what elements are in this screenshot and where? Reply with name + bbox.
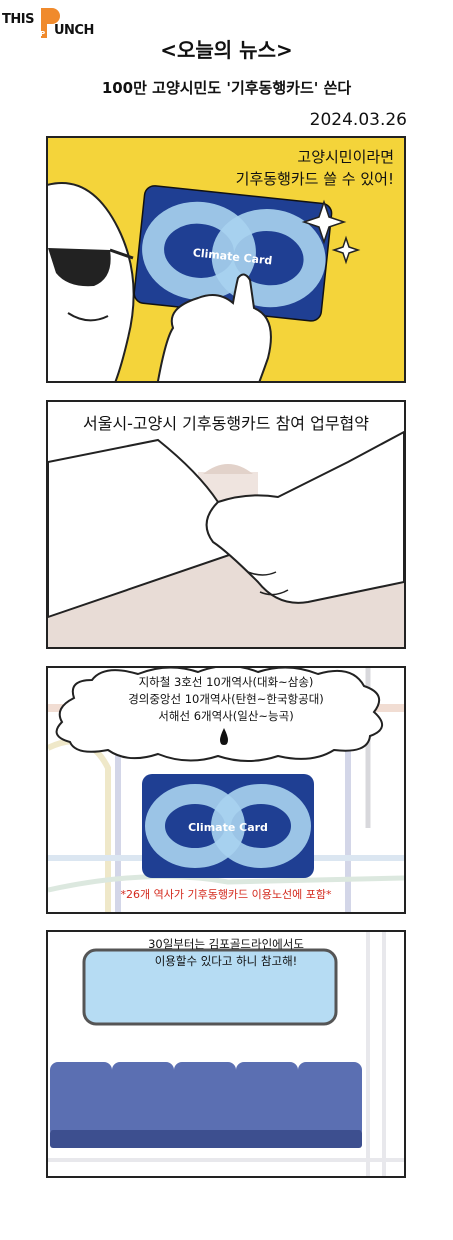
panel1-caption-line2: 기후동행카드 쓸 수 있어! (235, 170, 394, 188)
climate-card: Climate Card (133, 185, 333, 322)
panel4-caption: 30일부터는 김포골드라인에서도 이용할수 있다고 하니 참고해! (48, 936, 404, 970)
bubble-line2: 경의중앙선 10개역사(탄현~한국항공대) (128, 692, 324, 706)
logo-letter-p: P (40, 30, 45, 38)
panel1-caption: 고양시민이라면 기후동행카드 쓸 수 있어! (236, 146, 394, 190)
news-date: 2024.03.26 (309, 110, 407, 130)
brand-logo: THIS P UNCH (2, 4, 112, 44)
train-seats (50, 1062, 362, 1148)
speech-bubble-text: 지하철 3호선 10개역사(대화~삼송) 경의중앙선 10개역사(탄현~한국항공… (48, 674, 404, 725)
train-window (82, 948, 338, 1026)
logo-text-this: THIS (2, 12, 34, 27)
panel4-illustration (48, 932, 404, 1176)
panel3-note: *26개 역사가 기후동행카드 이용노선에 포함* (120, 888, 332, 901)
panel2-illustration (48, 430, 404, 647)
train-map-icon: Climate Card (48, 668, 404, 912)
climate-card: Climate Card (142, 774, 314, 878)
panel2-caption: 서울시-고양시 기후동행카드 참여 업무협약 (83, 414, 369, 433)
panel4-caption-line2: 이용할수 있다고 하니 참고해! (154, 954, 298, 968)
bubble-line3: 서해선 6개역사(일산~능곡) (158, 709, 294, 723)
sunglasses-icon (48, 248, 134, 287)
comic-panel-1: Climate Card 고양시민이라면 기후동행카드 쓸 수 있어! (46, 136, 406, 383)
logo-text-unch: UNCH (54, 23, 94, 38)
sparkle-icon (301, 199, 347, 245)
panel1-caption-line1: 고양시민이라면 (297, 148, 394, 166)
logo-fist-icon: P (40, 8, 60, 38)
card-label: Climate Card (188, 821, 268, 834)
panel4-caption-line1: 30일부터는 김포골드라인에서도 (148, 937, 304, 951)
drop-icon (220, 728, 228, 745)
comic-panel-4: 30일부터는 김포골드라인에서도 이용할수 있다고 하니 참고해! (46, 930, 406, 1178)
news-headline: 100만 고양시민도 '기후동행카드' 쓴다 (101, 79, 352, 97)
comic-panel-2: 서울시-고양시 기후동행카드 참여 업무협약 (46, 400, 406, 649)
bubble-line1: 지하철 3호선 10개역사(대화~삼송) (138, 675, 314, 689)
page-title: <오늘의 뉴스> (160, 38, 293, 62)
panel1-illustration: Climate Card (48, 182, 361, 381)
comic-panel-3: Climate Card 지하철 3호선 10개역사(대화~삼송) 경의중앙선 … (46, 666, 406, 914)
sparkle-icon (331, 235, 361, 265)
